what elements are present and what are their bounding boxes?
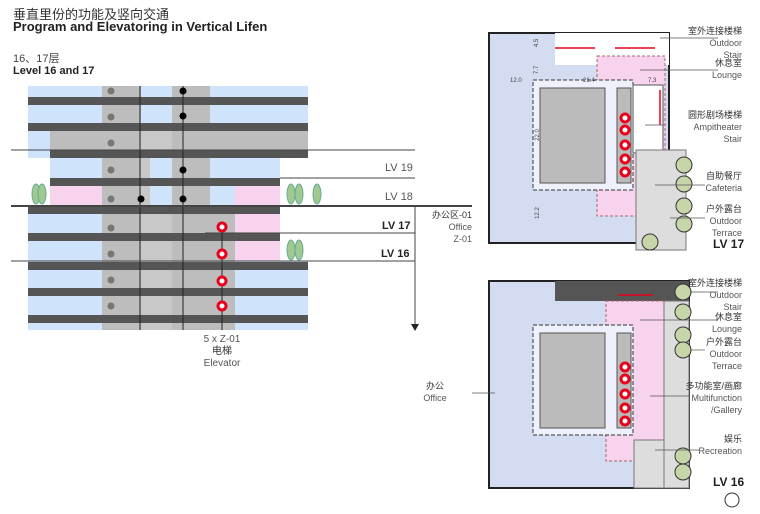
dim-22: 22.0 xyxy=(534,129,541,141)
plan-level-17: LV 17 xyxy=(713,237,745,251)
elevator-label: 5 x Z-01 电梯 Elevator xyxy=(203,334,241,369)
dim-12-2: 12.2 xyxy=(534,207,541,219)
subtitle-en: Level 16 and 17 xyxy=(13,65,95,77)
arrow-down-icon xyxy=(411,324,419,331)
level-label-19: LV 19 xyxy=(385,162,413,174)
title-en: Program and Elevatoring in Vertical Life… xyxy=(13,19,268,34)
dim-7-3: 7.3 xyxy=(648,78,657,84)
section-drawing xyxy=(11,86,472,331)
elevator-stops xyxy=(216,221,228,312)
floor-slabs xyxy=(28,97,308,323)
plan-lv17 xyxy=(488,32,693,251)
plan-lv16 xyxy=(488,280,740,508)
subtitle-cn: 16、17层 xyxy=(13,53,60,65)
dim-21: 21.4 xyxy=(583,78,595,84)
north-arrow-icon xyxy=(724,492,740,508)
plan-level-16: LV 16 xyxy=(713,475,745,489)
level-label-16: LV 16 xyxy=(381,248,410,260)
dim-4-5: 4.5 xyxy=(534,38,541,48)
title-cn: 垂直里份的功能及竖向交通 xyxy=(13,7,170,22)
dim-12: 12.0 xyxy=(510,78,522,84)
level-label-17: LV 17 xyxy=(382,220,411,232)
office-label: 办公区-01 Office Z-01 xyxy=(431,210,472,244)
planting-icons xyxy=(31,183,322,261)
level-label-18: LV 18 xyxy=(385,191,413,203)
dim-7-7: 7.7 xyxy=(534,65,541,75)
